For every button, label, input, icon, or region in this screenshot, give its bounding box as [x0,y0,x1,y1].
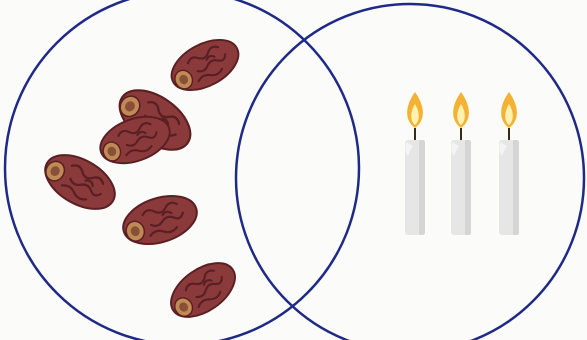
date-fruit-icon [163,30,246,101]
candle-icon [405,92,425,235]
date-fruit-icon [117,187,203,252]
candle-icon [451,92,471,235]
date-fruit-icon [161,252,244,328]
left-set-items [36,30,247,328]
candle-icon [499,92,519,235]
right-set-items [405,92,519,235]
